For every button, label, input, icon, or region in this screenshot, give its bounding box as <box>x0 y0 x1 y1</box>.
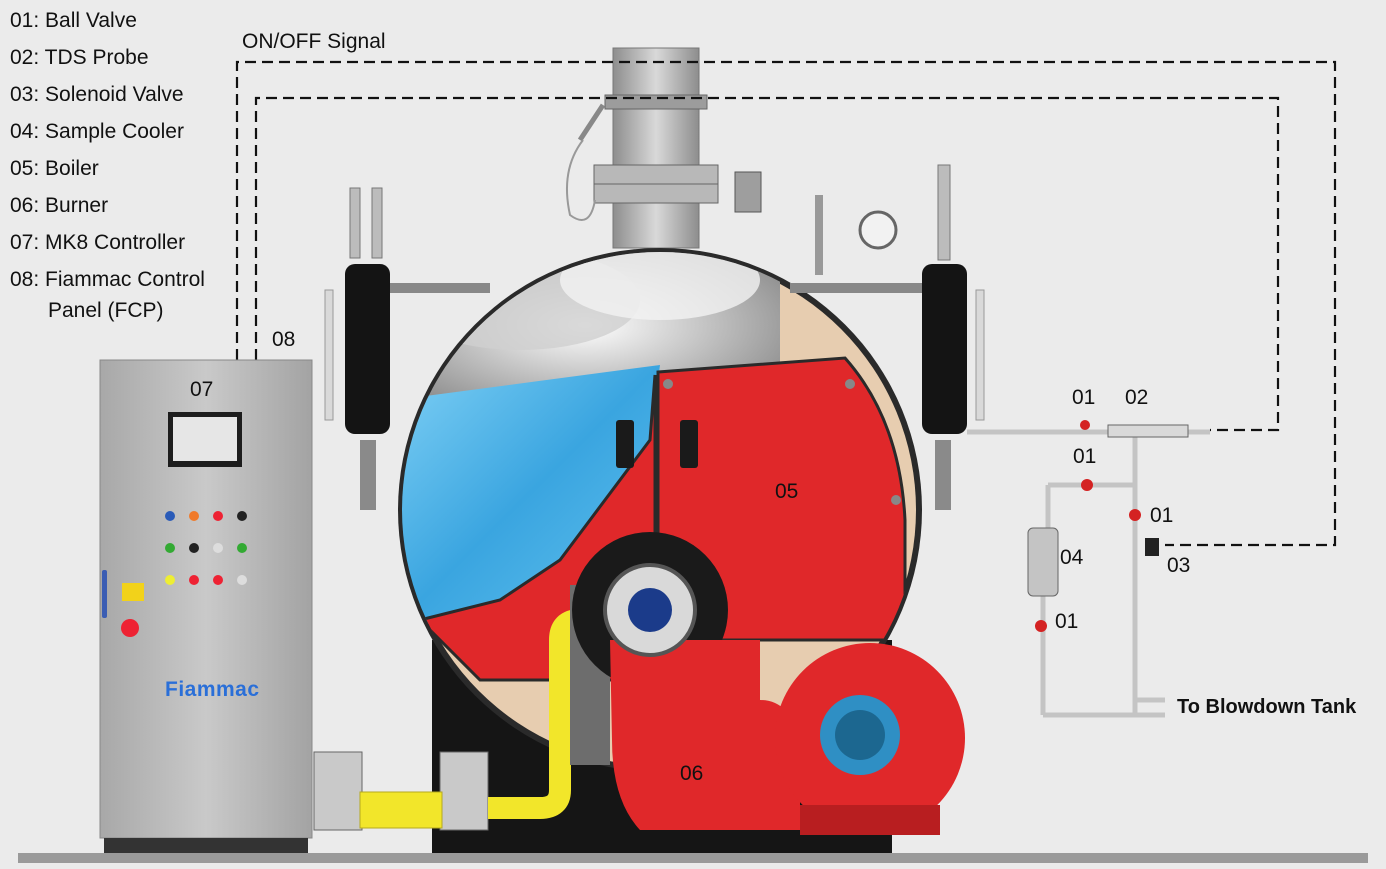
boiler-shell <box>398 248 922 772</box>
water-column-left <box>324 187 490 510</box>
legend-item: 02: TDS Probe <box>10 46 149 69</box>
legend-item: 07: MK8 Controller <box>10 231 186 254</box>
water-column-right <box>790 164 985 510</box>
ball-valve-icon <box>1080 420 1090 430</box>
panel-button-icon <box>213 575 223 585</box>
panel-button-icon <box>165 543 175 553</box>
panel-button-icon <box>237 511 247 521</box>
label-ball-valve-top: 01 <box>1072 386 1096 409</box>
panel-button-icon <box>213 543 223 553</box>
legend-item: 08: Fiammac Control Panel (FCP) <box>10 268 205 322</box>
legend-item: 04: Sample Cooler <box>10 120 184 143</box>
legend-item: 01: Ball Valve <box>10 9 137 32</box>
label-06: 06 <box>680 762 704 785</box>
panel-button-icon <box>189 543 199 553</box>
floor <box>18 853 1368 863</box>
chimney <box>565 47 762 249</box>
label-sample-cooler: 04 <box>1060 546 1084 569</box>
panel-buttons <box>165 511 247 585</box>
legend-item: 05: Boiler <box>10 157 99 180</box>
legend-item-continued: Panel (FCP) <box>48 299 164 322</box>
solenoid-valve-icon <box>1145 538 1159 556</box>
signal-label: ON/OFF Signal <box>242 30 386 53</box>
water-area <box>402 365 660 625</box>
label-07: 07 <box>190 378 214 401</box>
label-solenoid: 03 <box>1167 554 1191 577</box>
panel-button-icon <box>237 543 247 553</box>
valve-icons <box>1035 420 1141 632</box>
panel-button-icon <box>237 575 247 585</box>
legend: 01: Ball Valve 02: TDS Probe 03: Solenoi… <box>10 2 205 324</box>
panel-button-icon <box>165 575 175 585</box>
ball-valve-icon <box>1129 509 1141 521</box>
label-ball-valve-right: 01 <box>1150 504 1174 527</box>
label-blowdown-tank: To Blowdown Tank <box>1177 696 1357 718</box>
panel-button-icon <box>189 511 199 521</box>
label-ball-valve-low: 01 <box>1055 610 1079 633</box>
label-05: 05 <box>775 480 799 503</box>
panel-button-icon <box>165 511 175 521</box>
sample-cooler-icon <box>1027 527 1059 597</box>
panel-brand-logo: Fiammac <box>165 678 260 701</box>
label-tds-probe: 02 <box>1125 386 1149 409</box>
label-08: 08 <box>272 328 296 351</box>
panel-button-icon <box>213 511 223 521</box>
burner <box>572 532 965 835</box>
red-cladding-right <box>656 356 907 642</box>
label-ball-valve-mid: 01 <box>1073 445 1097 468</box>
control-panel <box>99 359 313 853</box>
tds-probe-icon <box>1107 424 1189 438</box>
panel-button-icon <box>189 575 199 585</box>
ball-valve-icon <box>1035 620 1047 632</box>
ball-valve-icon <box>1081 479 1093 491</box>
signal-lines <box>235 60 1337 547</box>
legend-item: 03: Solenoid Valve <box>10 83 184 106</box>
legend-item: 06: Burner <box>10 194 109 217</box>
